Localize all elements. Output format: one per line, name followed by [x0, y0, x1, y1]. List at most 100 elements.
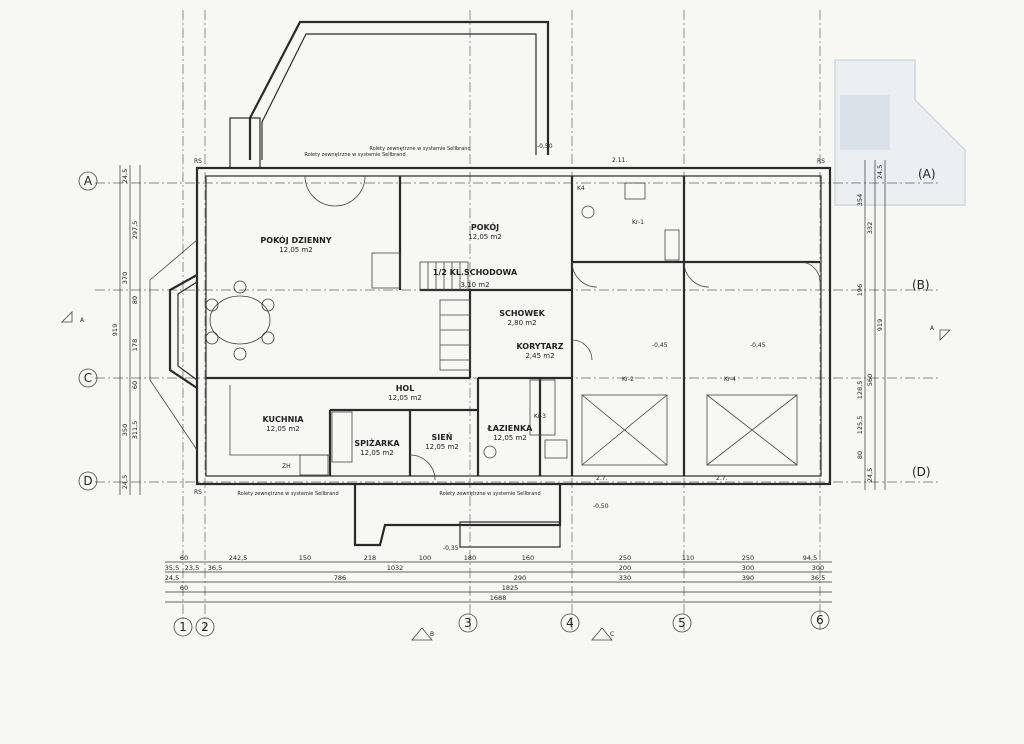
axis-letter-right: (B): [912, 278, 930, 292]
room-name: ŁAZIENKA: [487, 424, 533, 433]
note-label: Rolety zewnętrzne w systemie Sellbrand: [304, 152, 405, 158]
misc-label: K4: [577, 185, 585, 192]
doors: [304, 175, 821, 481]
room-area: 12,05 m2: [468, 233, 502, 241]
dim-text: 1032: [387, 564, 404, 572]
section-mark: B: [430, 631, 434, 638]
bay-window: [149, 239, 198, 451]
section-mark: A: [930, 325, 935, 332]
room-name: KORYTARZ: [516, 342, 563, 351]
axis-number: 2: [201, 620, 209, 634]
note-label: Rolety zewnętrzne w systemie Sellbrand: [369, 146, 470, 152]
room-name: SIEŃ: [432, 431, 453, 442]
dim-text: 80: [856, 451, 864, 459]
dim-text: 311,5: [131, 421, 139, 440]
bathroom-fixtures: [483, 182, 680, 459]
bath-label: Kr-3: [534, 413, 546, 420]
dim-text: 786: [334, 574, 346, 582]
level-label: -0,50: [593, 503, 609, 510]
axis-numbers: 1 2 3 4 5 6: [173, 610, 830, 637]
dim-text: 250: [619, 554, 631, 562]
axis-letter: A: [84, 174, 93, 188]
misc-label: ZH: [282, 463, 291, 470]
dim-text: 24,5: [165, 574, 179, 582]
dim-text: 110: [682, 554, 694, 562]
dim-text: 196: [856, 284, 864, 296]
axis-number: 1: [179, 620, 187, 634]
dim-text: 178: [131, 339, 139, 351]
dining-table: [205, 280, 275, 361]
dim-text: 60: [180, 584, 188, 592]
note-label: Rolety zewnętrzne w systemie Sellbrand: [237, 491, 338, 497]
dim-text: 160: [522, 554, 534, 562]
watermark-logo: [834, 59, 966, 206]
dim-text: 354: [856, 194, 864, 206]
garage-label: 2.7.: [716, 475, 728, 482]
dimension-lines-right: [864, 160, 886, 490]
dim-text: 128,5: [856, 381, 864, 400]
dim-text: 150: [299, 554, 311, 562]
axis-letter-right: (A): [918, 167, 936, 181]
room-name: SPIŻARKA: [354, 438, 400, 448]
section-mark: A: [80, 317, 85, 324]
axis-number: 6: [816, 613, 824, 627]
dim-text: 1825: [502, 584, 519, 592]
dim-text: 242,5: [229, 554, 248, 562]
room-name: KUCHNIA: [263, 415, 305, 424]
dim-text: 332: [866, 222, 874, 234]
bath-label: Kr-2: [622, 376, 634, 383]
misc-label: RS: [817, 158, 825, 165]
misc-labels: Kr-1 Kr-2 Kr-3 Kr-4 2.7. 2.7. -0,45 -0,4…: [194, 143, 825, 552]
room-name: POKÓJ DZIENNY: [260, 234, 331, 245]
dim-text: 250: [742, 554, 754, 562]
dimension-lines-bottom: [165, 561, 832, 603]
garage-doors: [581, 394, 798, 466]
level-label: -0,45: [750, 342, 766, 349]
dim-text: 36,5: [811, 574, 825, 582]
dim-text: 24,5: [121, 475, 129, 489]
dim-text: 200: [619, 564, 631, 572]
level-label: -0,50: [537, 143, 553, 150]
axis-letters-left: A C D: [78, 171, 98, 491]
dim-text: 24,5: [121, 169, 129, 183]
room-area: 2,45 m2: [525, 352, 554, 360]
axis-letter-right: (D): [912, 465, 931, 479]
staircase: [419, 261, 471, 371]
entrance-porch: [353, 484, 562, 548]
axis-letter: D: [83, 474, 92, 488]
dim-text: 330: [619, 574, 631, 582]
dim-text: 100: [419, 554, 431, 562]
axis-number: 4: [566, 616, 574, 630]
dim-text: 60: [180, 554, 188, 562]
section-marks: A A B C: [61, 311, 951, 641]
dim-text: 297,5: [131, 221, 139, 240]
room-name: SCHOWEK: [499, 309, 545, 318]
dim-text: 919: [111, 324, 119, 336]
dim-text: 23,5: [185, 564, 199, 572]
room-area: 12,05 m2: [266, 425, 300, 433]
dim-text: 180: [464, 554, 476, 562]
axis-number: 5: [678, 616, 686, 630]
exterior-walls: [195, 166, 832, 486]
kitchen-counter: [229, 252, 401, 476]
room-area: 12,05 m2: [360, 449, 394, 457]
stair-area: 3,10 m2: [460, 281, 489, 289]
dim-text: 24,5: [866, 468, 874, 482]
section-mark: C: [610, 631, 614, 638]
dim-text: 560: [866, 374, 874, 386]
room-name: POKÓJ: [471, 221, 499, 232]
room-area: 2,80 m2: [507, 319, 536, 327]
room-labels: POKÓJ DZIENNY 12,05 m2 POKÓJ 12,05 m2 SC…: [260, 221, 563, 457]
level-label: -0,35: [443, 545, 459, 552]
dim-text: 125,5: [856, 416, 864, 435]
dim-text: 35,5: [165, 564, 179, 572]
dimension-text-left: 24,5 297,5 370 80 919 178 60 311,5 350 2…: [111, 169, 139, 489]
misc-label: 2.11.: [612, 157, 627, 164]
axis-number: 3: [464, 616, 472, 630]
axis-letters-right: (A) (B) (D): [912, 167, 936, 479]
dimension-lines-left: [119, 165, 141, 495]
room-area: 12,05 m2: [388, 394, 422, 402]
dim-text: 80: [131, 296, 139, 304]
dim-text: 300: [742, 564, 754, 572]
